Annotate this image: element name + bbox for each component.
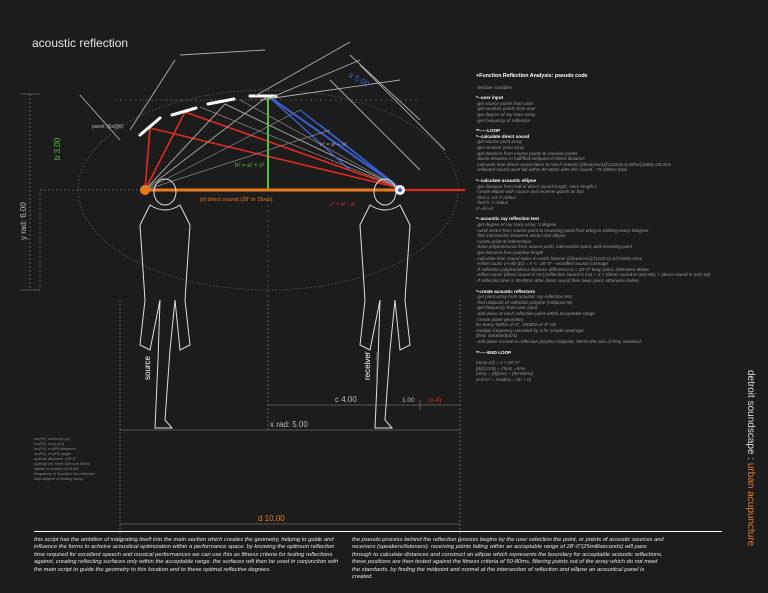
legend-item: src(Pt)_source(x,y,z) <box>34 436 71 441</box>
code-line: (mm)=(d) = x < 28'-0" <box>476 360 520 366</box>
description-left: this script has the ambition of integrat… <box>34 537 339 573</box>
code-line: -find midpoint of reflection polyline (m… <box>476 299 573 305</box>
code-line: -if reflection time is 50-80ms after dir… <box>476 278 639 283</box>
c-dim-label: c 4.00 <box>335 395 357 404</box>
code-line: -get distance from source points to rece… <box>476 150 578 156</box>
code-line: -divide distance in half/find midpoint o… <box>476 156 585 162</box>
k-x-label: (x-4) <box>428 397 441 404</box>
code-line: multiply frequency standard by 4 for sim… <box>476 327 584 333</box>
legend-item: optimal distance =28'-0" <box>34 456 77 461</box>
code-line: a+b+c² = Xradius = (m + n) <box>476 376 532 382</box>
code-line: +Function Reflection Analysis: pseudo co… <box>476 73 588 79</box>
sidebar-title: detroit soundscape : urban acupuncture <box>745 370 756 546</box>
code-line: -calculate time sound takes to reach lis… <box>476 255 642 261</box>
code-line: -create point at intersection <box>476 238 532 244</box>
legend-item: speed of sound=1125 ft/s <box>34 466 79 471</box>
code-line: -get receiver point array <box>476 144 525 150</box>
receiver-sub-label: listener position <box>374 352 379 380</box>
code-line: -send vector from source point to receiv… <box>476 227 649 233</box>
legend-item: optimal ref. time=50ms to 80ms <box>34 461 90 466</box>
code-line: (mm) = (d)(ms) + (50-80ms) <box>476 371 533 377</box>
code-line: -get degree of ray trace array <box>476 111 536 117</box>
receiver-label: receiver <box>363 351 372 380</box>
x-rad-label: x rad: 5.00 <box>270 420 308 429</box>
legend-item: frequency of sound to be reflected <box>34 471 95 476</box>
panel-label: panel: (6x@6) <box>92 124 124 130</box>
code-line: -get point array from acoustic ray refle… <box>476 294 572 300</box>
code-line: c²=b²+a² <box>476 205 494 211</box>
description-right: the pseudo process behind the reflection… <box>352 537 664 581</box>
sidebar-sep: : <box>745 454 756 463</box>
receiver-figure <box>359 178 411 429</box>
code-line: -get source points from user <box>476 100 534 106</box>
code-line: -draw polyline/curve from source point, … <box>476 244 633 250</box>
page-title: acoustic reflection <box>32 36 129 50</box>
code-line: -get frequency from user input <box>476 305 538 311</box>
code-line: -find intersection between vector and el… <box>476 233 566 239</box>
code-line: *--calculate direct sound <box>476 133 530 139</box>
legend-item: src(Pt)_rcv(Pt) angle <box>34 451 71 456</box>
pseudo-code-block: +Function Reflection Analysis: pseudo co… <box>476 73 726 383</box>
sidebar-accent: urban acupuncture <box>745 462 756 547</box>
code-line: -add plane normal to reflection polyline… <box>476 338 641 344</box>
variable-legend: src(Pt)_source(x,y,z)rcv(Pt)_rcv(x,y,z)s… <box>34 436 114 481</box>
code-line: -create plane geometry <box>476 316 524 322</box>
code-line: *--user input <box>476 95 504 101</box>
code-line: *--calculate acoustic ellipse <box>476 177 536 183</box>
section-divider <box>34 531 722 532</box>
code-line: -create ellipse with source and receiver… <box>476 189 584 195</box>
code-line: -get source point array <box>476 139 522 145</box>
panel-eq-label: c² = a² + b² <box>320 142 347 148</box>
direct-sound-label: |d| direct sound| (28' or 25ms) <box>200 197 273 203</box>
code-line: **-----LOOP <box>476 128 501 134</box>
source-label: source <box>143 355 152 380</box>
sidebar-main: detroit soundscape <box>745 370 756 455</box>
code-line: -get degree of ray trace array: 3 degree <box>476 222 557 228</box>
code-line: -get distance from polyline length <box>476 250 544 256</box>
code-line: *-create acoustic reflectors <box>476 288 535 294</box>
floor-eq-label: c² = b² - a² <box>330 202 356 208</box>
code-line: (d)/(1125) = 25ms =Xms <box>476 365 526 371</box>
k-dim-label: 1.00 <box>402 397 415 404</box>
source-point <box>140 185 150 195</box>
code-line: -add plane at each reflection point with… <box>476 310 595 316</box>
code-line: -get receiver points from user <box>476 106 536 112</box>
b-dim-label: b 3.00 <box>53 137 62 160</box>
code-line: -get distance from half of direct sound … <box>476 183 597 189</box>
d-dim-label: d 10.00 <box>258 514 285 523</box>
code-line: -reflected sound must fall within 50-80m… <box>476 167 627 173</box>
code-line: (freq. standard)(4/4) <box>476 333 517 339</box>
code-line: -find a: 1/2 X radius <box>476 194 516 200</box>
code-line: -refine count: (A+B)-(D) = X <= 28'-0" -… <box>476 261 608 267</box>
legend-item: src(Pt)_rcv(Pt) distance <box>34 446 76 451</box>
legend-item: step degree of testing array <box>34 476 83 481</box>
pyth-label: b² = a² + c² <box>235 163 264 169</box>
code-line: -get frequency of reflection <box>476 117 531 123</box>
source-figure <box>139 178 191 429</box>
code-line: **-----END LOOP <box>476 349 512 355</box>
code-line: *--acoustic ray reflection test <box>476 216 540 222</box>
code-line: -calculate time direct sound takes to re… <box>476 161 672 167</box>
code-line: -find b: Y radius <box>476 200 509 206</box>
y-rad-label: y rad: 6.00 <box>19 202 28 240</box>
legend-item: rcv(Pt)_rcv(x,y,z) <box>34 441 64 446</box>
code-line: for every 500hz=2'-0", 1000hz=4'-0" etc <box>476 322 557 328</box>
code-line: -if reflection polyline/direct distance … <box>476 266 649 272</box>
code-line: -refine count: |direct sound in ms|-|ref… <box>476 272 711 278</box>
code-line: -declare variables <box>476 84 513 90</box>
